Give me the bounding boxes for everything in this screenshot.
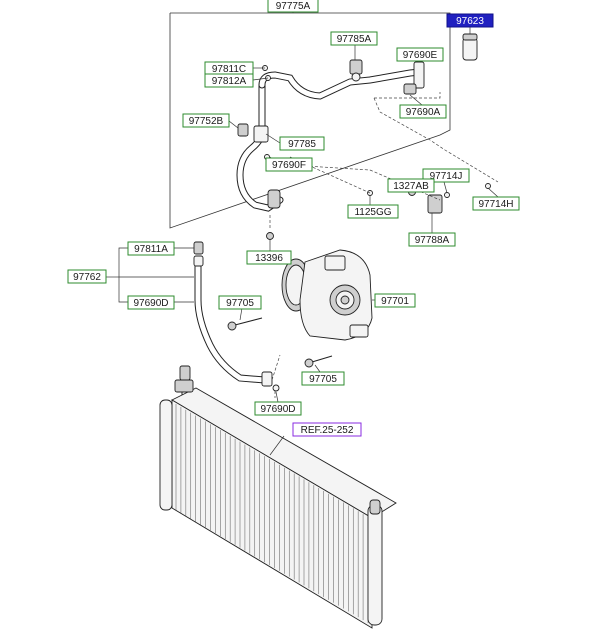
label-97690e[interactable]: 97690E <box>396 47 444 62</box>
svg-text:97811C: 97811C <box>212 64 246 75</box>
svg-text:97714H: 97714H <box>478 199 513 210</box>
label-97623-selected[interactable]: 97623 <box>446 13 494 28</box>
svg-text:97690A: 97690A <box>406 107 441 118</box>
svg-text:REF.25-252: REF.25-252 <box>301 425 354 436</box>
svg-text:97785: 97785 <box>288 139 316 150</box>
upper-dashed-connectors <box>269 92 499 230</box>
svg-text:97705: 97705 <box>226 298 254 309</box>
label-13396[interactable]: 13396 <box>246 250 292 265</box>
svg-text:97623: 97623 <box>456 16 484 27</box>
svg-text:1125GG: 1125GG <box>354 207 391 218</box>
label-97762[interactable]: 97762 <box>67 269 107 284</box>
label-97752b[interactable]: 97752B <box>182 113 230 128</box>
label-97714h[interactable]: 97714H <box>472 196 520 211</box>
svg-text:97690F: 97690F <box>272 160 306 171</box>
label-97812a[interactable]: 97812A <box>204 73 254 88</box>
label-97701[interactable]: 97701 <box>374 293 416 308</box>
label-1125gg[interactable]: 1125GG <box>347 204 399 219</box>
label-ref-25-252[interactable]: REF.25-252 <box>292 422 362 437</box>
svg-text:97714J: 97714J <box>430 171 463 182</box>
label-97705-bottom[interactable]: 97705 <box>301 371 345 386</box>
switch-97788a <box>427 194 443 214</box>
svg-text:97705: 97705 <box>309 374 337 385</box>
label-97690d-left[interactable]: 97690D <box>127 295 175 310</box>
svg-text:97811A: 97811A <box>134 244 168 255</box>
svg-text:13396: 13396 <box>255 253 283 264</box>
condenser <box>159 379 397 629</box>
label-97705-top[interactable]: 97705 <box>218 295 262 310</box>
svg-text:97775A: 97775A <box>276 1 311 12</box>
label-97788a[interactable]: 97788A <box>408 232 456 247</box>
svg-text:97812A: 97812A <box>212 76 247 87</box>
label-97690f[interactable]: 97690F <box>265 157 313 172</box>
svg-text:97701: 97701 <box>381 296 409 307</box>
svg-text:97785A: 97785A <box>337 34 372 45</box>
clamp-97752b <box>237 123 249 137</box>
label-97785a[interactable]: 97785A <box>330 31 378 46</box>
svg-text:97690D: 97690D <box>133 298 168 309</box>
receiver-drier-97623 <box>462 27 478 61</box>
svg-text:97788A: 97788A <box>415 235 450 246</box>
bracket-97785a <box>349 59 363 75</box>
svg-text:1327AB: 1327AB <box>393 181 429 192</box>
svg-text:97690E: 97690E <box>403 50 438 61</box>
label-97811c[interactable]: 97811C <box>204 61 254 76</box>
leader-lines <box>105 45 499 403</box>
compressor-97701 <box>281 249 385 341</box>
label-97775a[interactable]: 97775A <box>267 0 319 13</box>
svg-text:97690D: 97690D <box>260 404 295 415</box>
svg-text:97762: 97762 <box>73 272 101 283</box>
label-97690a[interactable]: 97690A <box>399 104 447 119</box>
part-labels: 97775A 97623 97785A 97811C 97812A 97690E… <box>67 0 520 437</box>
label-97785[interactable]: 97785 <box>279 136 325 151</box>
label-1327ab[interactable]: 1327AB <box>387 178 435 193</box>
label-97811a[interactable]: 97811A <box>127 241 175 256</box>
compressor-bolts <box>227 317 333 368</box>
label-97690d-bottom[interactable]: 97690D <box>254 401 302 416</box>
svg-text:97752B: 97752B <box>189 116 224 127</box>
suction-line-97762 <box>174 241 281 406</box>
bracket-97785 <box>253 125 269 143</box>
